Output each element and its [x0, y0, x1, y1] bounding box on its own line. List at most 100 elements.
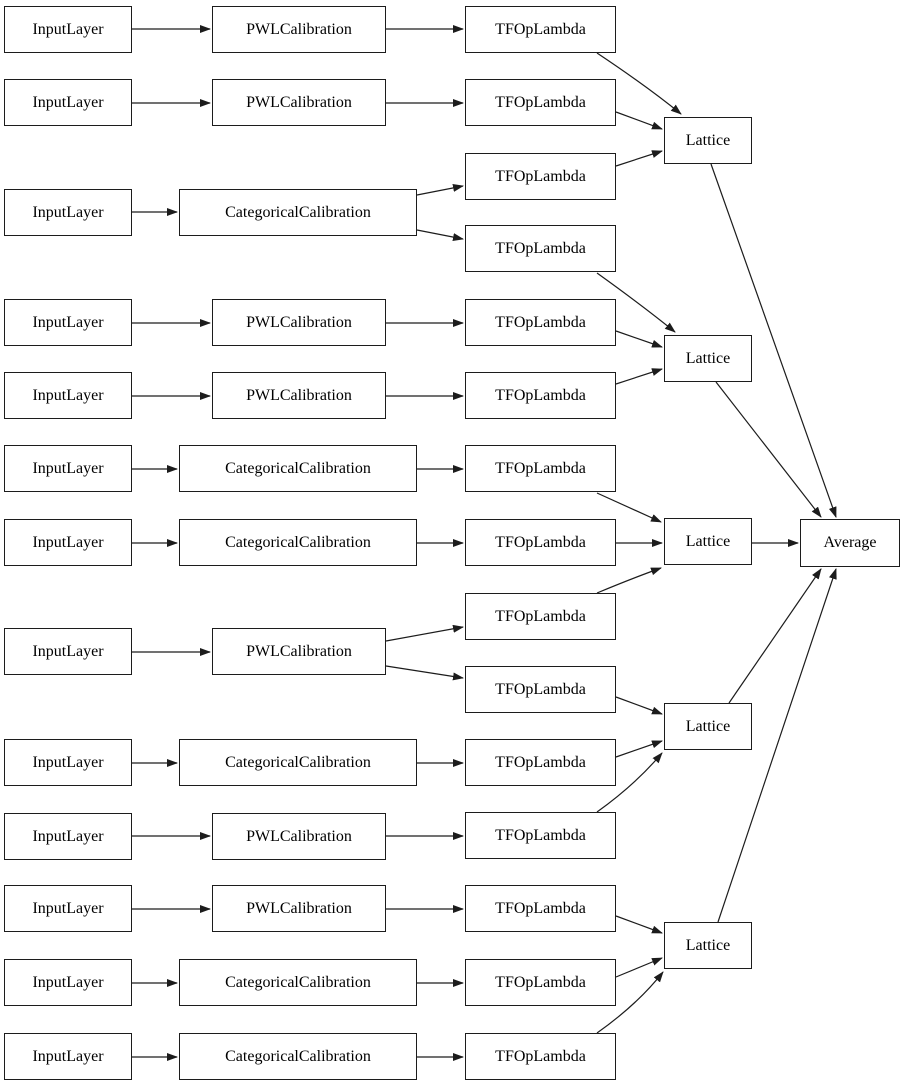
node-label: Lattice — [685, 717, 731, 735]
edge-lat5-avg — [717, 568, 837, 923]
node-lam6: TFOpLambda — [465, 372, 616, 419]
node-in6: InputLayer — [4, 445, 132, 492]
node-lam14: TFOpLambda — [465, 959, 616, 1006]
node-label: Lattice — [685, 532, 731, 550]
edge-lam14-lat5 — [615, 957, 663, 978]
node-label: TFOpLambda — [495, 826, 586, 844]
node-label: TFOpLambda — [495, 680, 586, 698]
node-cal7: CategoricalCalibration — [179, 519, 417, 566]
node-in5: InputLayer — [4, 372, 132, 419]
node-lat3: Lattice — [664, 518, 752, 565]
node-label: InputLayer — [32, 203, 104, 221]
node-in12: InputLayer — [4, 959, 132, 1006]
node-label: InputLayer — [32, 973, 104, 991]
node-label: PWLCalibration — [246, 313, 352, 331]
node-lam8: TFOpLambda — [465, 519, 616, 566]
edge-lat1-avg — [710, 163, 837, 518]
node-label: InputLayer — [32, 386, 104, 404]
edge-cal3-lam4 — [416, 229, 464, 242]
edge-lat2-avg — [715, 381, 822, 518]
node-cal4: PWLCalibration — [212, 299, 386, 346]
node-label: TFOpLambda — [495, 459, 586, 477]
node-cal6: CategoricalCalibration — [179, 445, 417, 492]
edge-lam5-lat2 — [615, 330, 663, 348]
node-label: CategoricalCalibration — [225, 533, 371, 551]
node-label: InputLayer — [32, 459, 104, 477]
node-lam1: TFOpLambda — [465, 6, 616, 53]
node-lam5: TFOpLambda — [465, 299, 616, 346]
node-label: Lattice — [685, 131, 731, 149]
node-cal3: CategoricalCalibration — [179, 189, 417, 236]
node-label: InputLayer — [32, 1047, 104, 1065]
node-avg: Average — [800, 519, 900, 567]
node-cal9: CategoricalCalibration — [179, 739, 417, 786]
node-lam11: TFOpLambda — [465, 739, 616, 786]
node-label: CategoricalCalibration — [225, 973, 371, 991]
node-label: TFOpLambda — [495, 753, 586, 771]
node-lam7: TFOpLambda — [465, 445, 616, 492]
node-cal12: CategoricalCalibration — [179, 959, 417, 1006]
node-lam12: TFOpLambda — [465, 812, 616, 859]
edge-lam11-lat4 — [615, 740, 663, 758]
node-lam15: TFOpLambda — [465, 1033, 616, 1080]
edge-lam13-lat5 — [615, 915, 663, 934]
node-label: InputLayer — [32, 93, 104, 111]
node-label: PWLCalibration — [246, 827, 352, 845]
node-lat4: Lattice — [664, 703, 752, 750]
node-label: InputLayer — [32, 642, 104, 660]
node-label: PWLCalibration — [246, 642, 352, 660]
node-label: TFOpLambda — [495, 533, 586, 551]
node-label: TFOpLambda — [495, 313, 586, 331]
node-label: TFOpLambda — [495, 386, 586, 404]
node-label: InputLayer — [32, 20, 104, 38]
node-label: CategoricalCalibration — [225, 1047, 371, 1065]
node-lam13: TFOpLambda — [465, 885, 616, 932]
node-label: PWLCalibration — [246, 386, 352, 404]
node-label: TFOpLambda — [495, 239, 586, 257]
edge-lam2-lat1 — [615, 111, 663, 130]
node-label: InputLayer — [32, 533, 104, 551]
edge-cal8-lam10 — [385, 665, 464, 681]
node-cal1: PWLCalibration — [212, 6, 386, 53]
node-label: InputLayer — [32, 313, 104, 331]
node-in8: InputLayer — [4, 628, 132, 675]
node-lat2: Lattice — [664, 335, 752, 382]
node-label: InputLayer — [32, 753, 104, 771]
edges-group — [132, 25, 837, 1061]
edge-lam15-lat5 — [596, 971, 664, 1034]
node-label: Lattice — [685, 936, 731, 954]
node-in3: InputLayer — [4, 189, 132, 236]
node-lam2: TFOpLambda — [465, 79, 616, 126]
node-in13: InputLayer — [4, 1033, 132, 1080]
edge-lam7-lat3 — [596, 492, 662, 523]
node-in9: InputLayer — [4, 739, 132, 786]
node-lam3: TFOpLambda — [465, 153, 616, 200]
node-label: InputLayer — [32, 827, 104, 845]
node-lam4: TFOpLambda — [465, 225, 616, 272]
edge-lam3-lat1 — [615, 150, 663, 167]
node-in7: InputLayer — [4, 519, 132, 566]
node-in4: InputLayer — [4, 299, 132, 346]
node-in10: InputLayer — [4, 813, 132, 860]
node-in2: InputLayer — [4, 79, 132, 126]
node-label: PWLCalibration — [246, 20, 352, 38]
node-label: CategoricalCalibration — [225, 203, 371, 221]
node-label: CategoricalCalibration — [225, 459, 371, 477]
node-label: TFOpLambda — [495, 1047, 586, 1065]
node-lat5: Lattice — [664, 922, 752, 969]
node-label: TFOpLambda — [495, 899, 586, 917]
edge-cal8-lam9 — [385, 624, 464, 642]
edge-lam12-lat4 — [596, 752, 663, 813]
node-label: PWLCalibration — [246, 899, 352, 917]
node-label: TFOpLambda — [495, 20, 586, 38]
edge-lam4-lat2 — [596, 272, 676, 333]
edge-lam10-lat4 — [615, 696, 663, 715]
node-label: TFOpLambda — [495, 167, 586, 185]
node-label: InputLayer — [32, 899, 104, 917]
node-cal10: PWLCalibration — [212, 813, 386, 860]
node-label: TFOpLambda — [495, 93, 586, 111]
node-cal11: PWLCalibration — [212, 885, 386, 932]
node-label: PWLCalibration — [246, 93, 352, 111]
